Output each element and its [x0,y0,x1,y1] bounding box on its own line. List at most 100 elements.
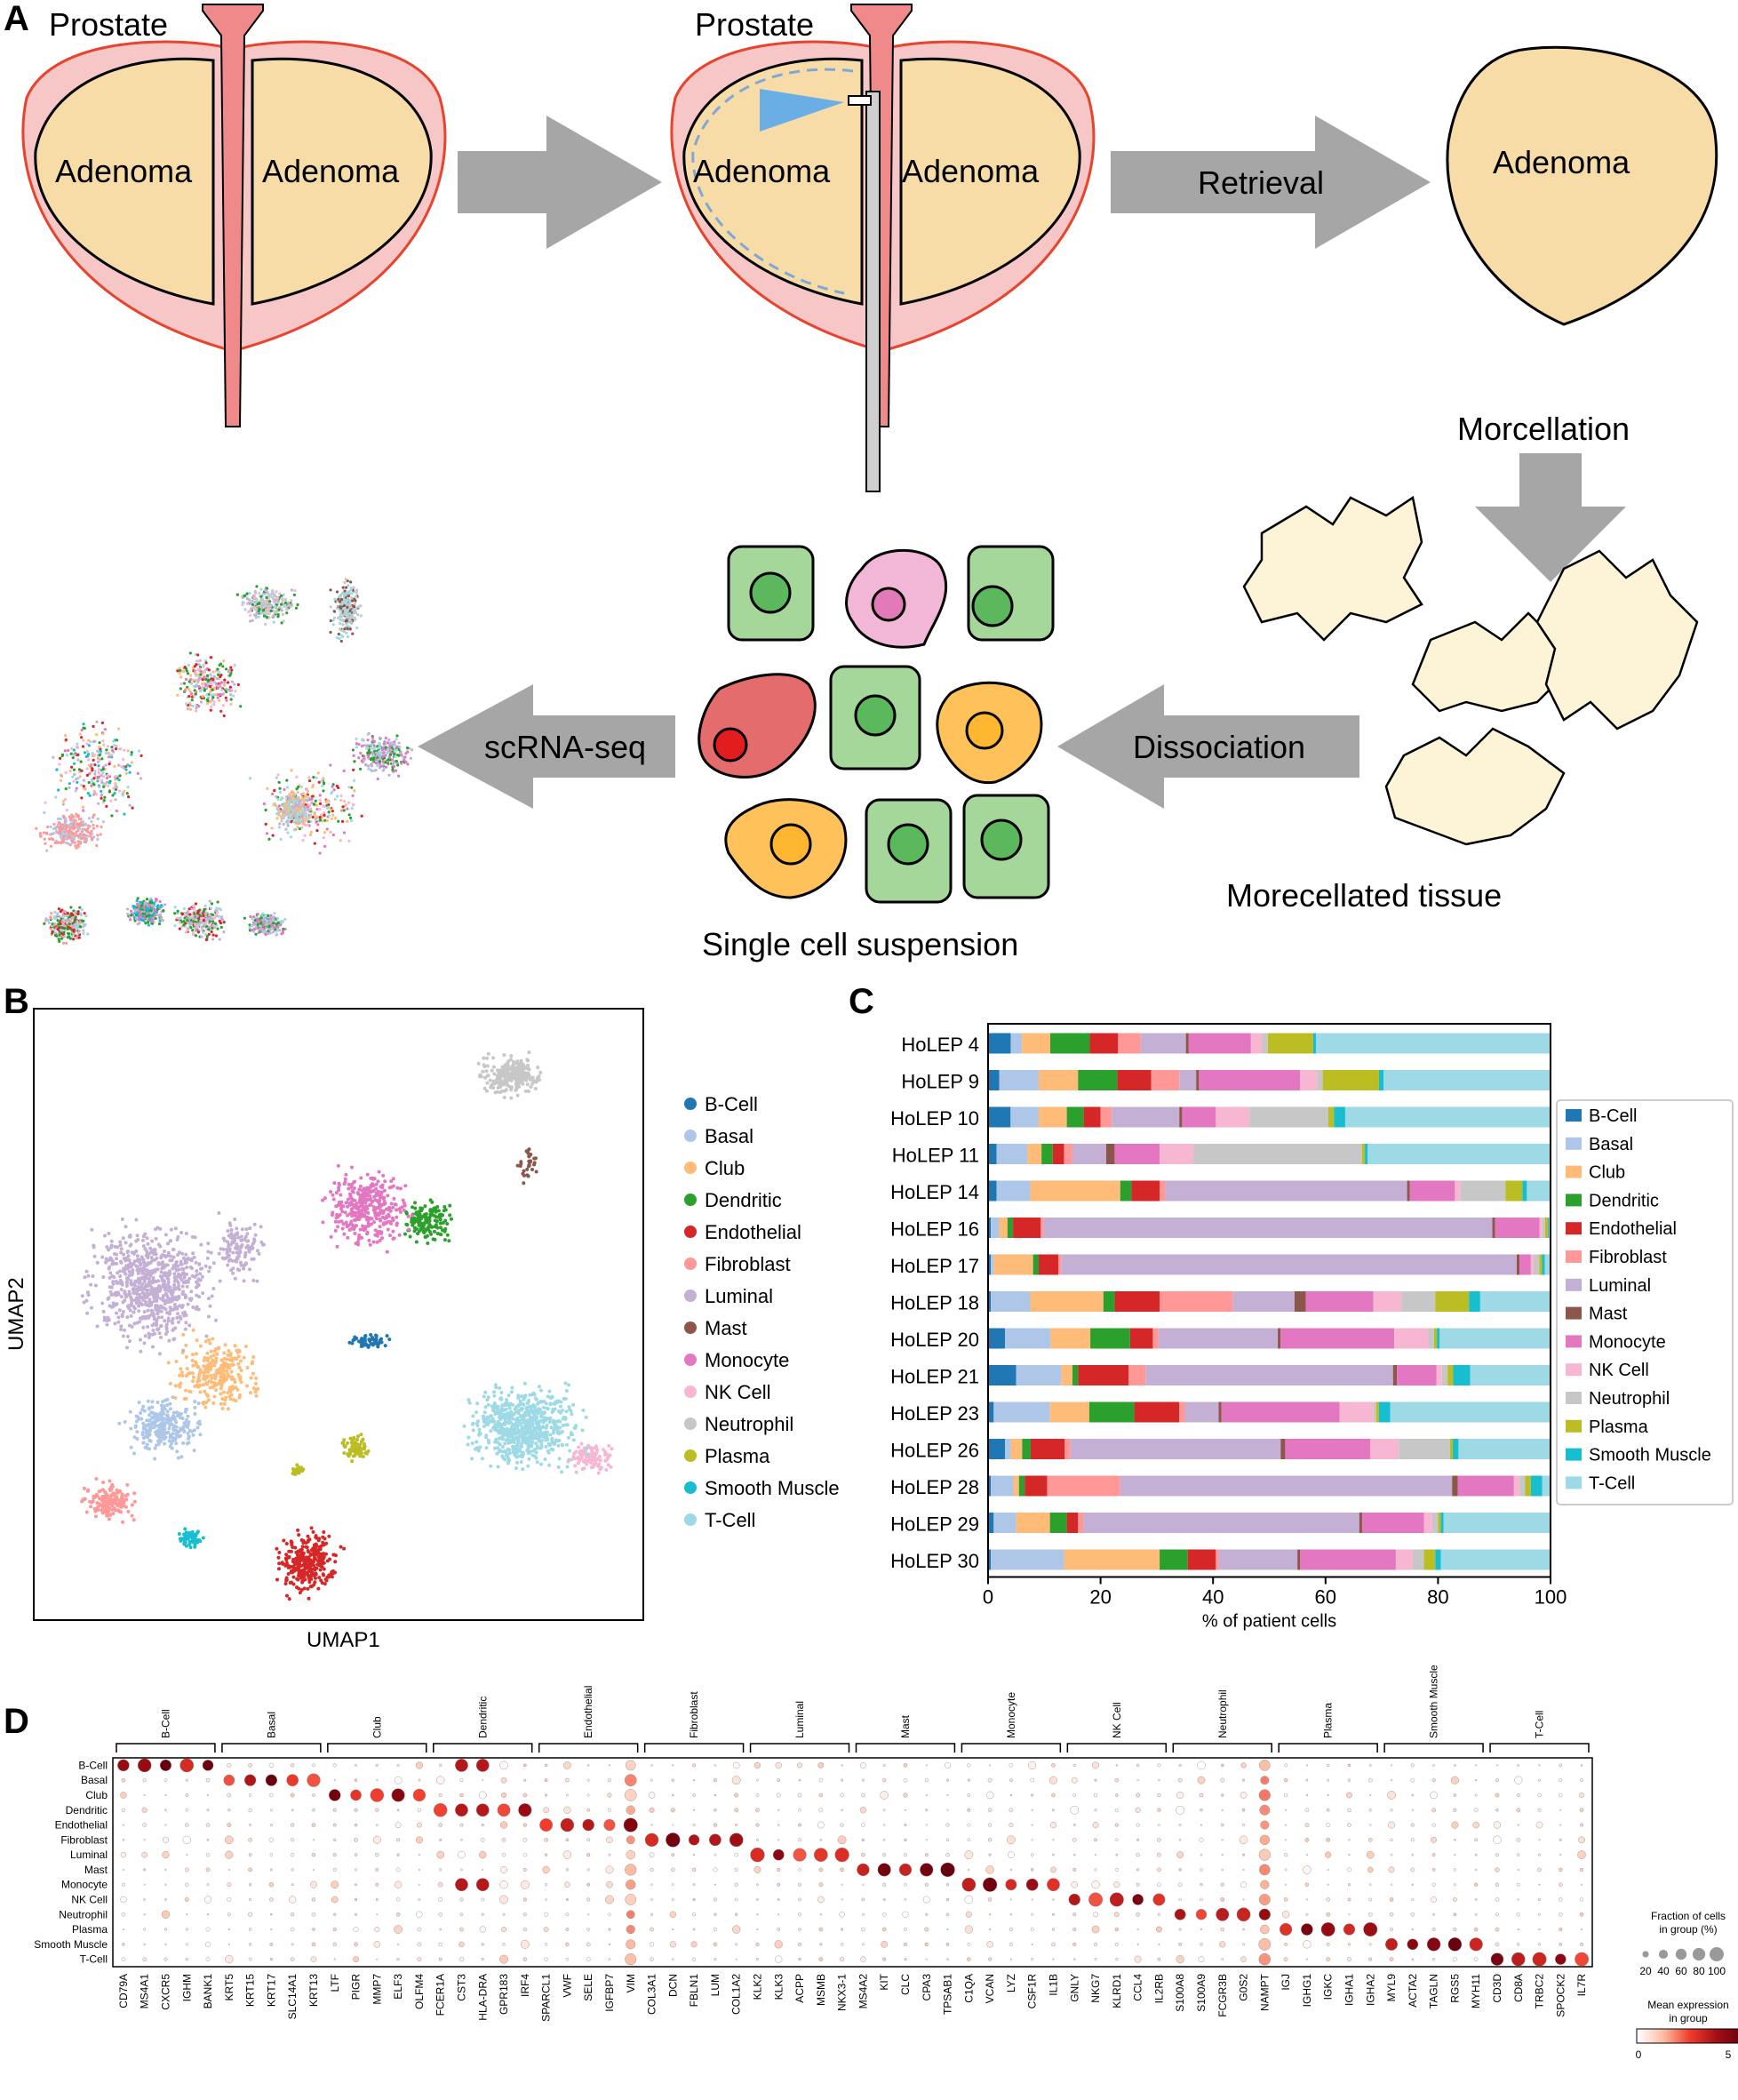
mini-umap-point [187,915,191,919]
mini-umap-point [114,798,117,802]
umap-point-endothelial [295,1585,299,1590]
mini-umap-point [187,922,191,925]
umap-point-fibroblast [98,1489,102,1493]
mini-umap-point [94,733,99,737]
umap-point-endothelial [296,1528,300,1532]
umap-point-b-cell [383,1344,387,1348]
mini-umap-point [61,941,66,945]
mini-umap-point [96,749,100,753]
mini-umap-point [282,619,285,623]
mini-umap-point [233,683,236,686]
mini-umap-point [44,801,47,804]
mini-umap-point [219,682,222,685]
mini-umap-point [305,815,308,818]
mini-umap-point [183,689,187,692]
umap-point-luminal [124,1241,128,1245]
umap-point-luminal [206,1297,211,1301]
mini-umap-point [353,616,356,619]
umap-point-basal [180,1417,185,1421]
mini-umap-point [221,665,225,668]
mini-umap-point [157,922,162,926]
umap-point-luminal [146,1284,150,1289]
mini-umap-point [252,928,256,931]
umap-point-club [232,1377,236,1382]
mini-umap-point [322,835,326,840]
mini-umap-point [114,782,117,786]
umap-point-dendritic [408,1234,412,1239]
umap-point-luminal [142,1310,147,1314]
mini-umap-point [205,693,209,697]
mini-umap-point [178,671,181,675]
umap-point-club [198,1383,203,1387]
mini-umap-point [410,748,414,752]
mini-umap-point [229,702,233,706]
umap-point-club [194,1352,198,1356]
umap-point-dendritic [428,1209,433,1213]
umap-point-endothelial [295,1577,299,1581]
mini-umap-point [124,768,128,771]
mini-umap-point [254,591,258,595]
mini-umap-point [109,799,113,802]
mini-umap-point [115,809,118,813]
mini-umap-point [125,792,129,795]
umap-point-luminal [184,1252,188,1257]
umap-point-fibroblast [125,1482,130,1487]
umap-point-club [254,1376,259,1380]
mini-umap-point [222,659,226,663]
umap-point-luminal [119,1295,124,1299]
umap-point-luminal [159,1270,163,1274]
mini-umap-point [182,906,186,911]
mini-umap-point [97,771,101,775]
mini-umap-point [278,592,282,595]
umap-point-luminal [197,1262,202,1266]
mini-umap-point [300,796,305,800]
umap-point-endothelial [275,1546,279,1551]
umap-point-endothelial [322,1567,326,1571]
mini-umap-point [92,724,95,728]
mini-umap-point [196,909,200,914]
umap-point-dendritic [404,1222,409,1226]
mini-umap-point [262,614,267,618]
prostate-diagram-1: Prostate Adenoma Adenoma [21,4,447,427]
umap-point-luminal [207,1269,211,1274]
mini-umap-point [90,784,93,787]
mini-umap-point [346,605,349,609]
mini-umap-point [70,747,74,750]
mini-umap-point [354,611,357,614]
umap-point-luminal [91,1274,95,1279]
mini-umap-point [309,830,313,834]
mini-umap-point [307,809,311,812]
umap-point-endothelial [284,1577,289,1582]
umap-point-luminal [180,1271,185,1275]
umap-point-luminal [124,1283,129,1288]
umap-point-luminal [181,1290,186,1294]
mini-umap-point [226,681,230,684]
mini-umap-point [100,825,103,829]
umap-point-fibroblast [125,1492,130,1497]
mini-umap-point [277,780,281,784]
umap-point-dendritic [423,1234,427,1239]
umap-point-b-cell [371,1337,375,1341]
mini-umap-point [228,689,232,692]
mini-umap-point [182,670,186,674]
mini-umap-point [363,755,366,758]
mini-umap-point [290,603,293,607]
mini-umap-point [56,922,60,926]
mini-umap-point [80,796,84,800]
mini-umap-point [355,588,359,592]
umap-point-dendritic [434,1223,438,1227]
umap-point-endothelial [291,1575,296,1579]
mini-umap-point [345,622,348,626]
umap-point-luminal [155,1298,159,1303]
mini-umap-point [143,901,147,905]
mini-umap-point [338,627,342,631]
umap-point-basal [145,1442,149,1447]
mini-umap-point [149,911,153,915]
mini-umap-point [290,769,293,772]
umap-point-endothelial [304,1555,308,1560]
mini-umap-point [275,776,278,779]
mini-umap-point [346,603,349,606]
mini-umap-point [196,668,200,672]
mini-umap-point [204,938,209,942]
mini-umap-point [287,813,291,818]
